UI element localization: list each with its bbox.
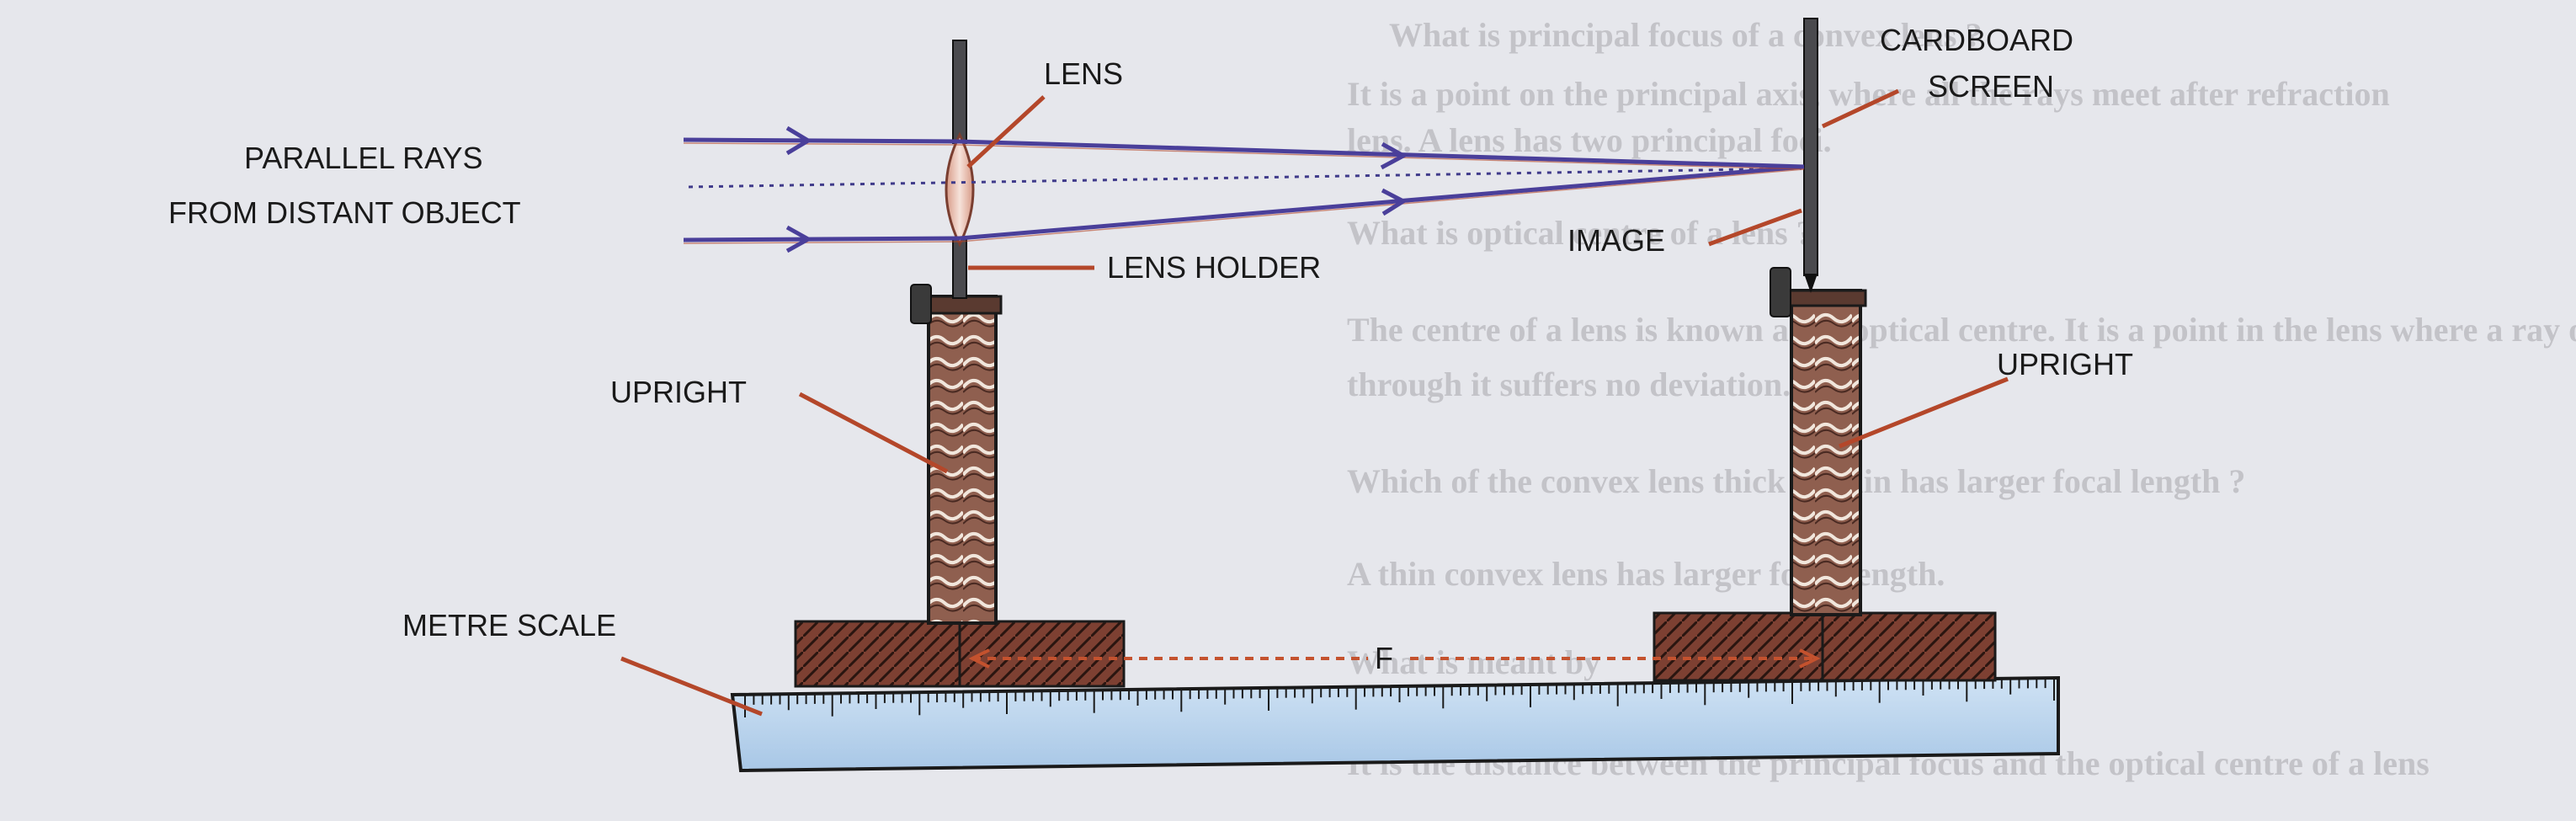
metre-scale-label: METRE SCALE: [402, 608, 616, 642]
incident-ray-top: [683, 137, 961, 144]
arrowhead: [785, 225, 813, 253]
lens-label: LENS: [1044, 56, 1123, 91]
right-upright-collar: [1785, 289, 1867, 307]
label-pointers: [620, 88, 2009, 717]
pointer-cardboard-screen: [1821, 88, 1900, 129]
background-text-line: What is principal focus of a convex lens…: [1389, 16, 1982, 54]
arrowhead: [785, 125, 812, 156]
cardboard-screen: [1803, 18, 1818, 276]
parallel-rays-label-line2: FROM DISTANT OBJECT: [168, 195, 521, 230]
focal-length-marker: [968, 648, 1821, 669]
image-label: IMAGE: [1567, 223, 1665, 258]
refracted-ray-bottom: [959, 164, 1805, 241]
pointer-upright-right: [1839, 376, 2009, 449]
lens-holder-label: LENS HOLDER: [1107, 250, 1321, 285]
left-clamp-knob: [910, 284, 932, 324]
arrowhead: [1380, 141, 1408, 170]
background-text-line: The centre of a lens is known as its opt…: [1347, 311, 2576, 349]
light-rays: [683, 137, 1805, 243]
arrowhead: [1381, 188, 1408, 216]
pointer-metre-scale: [620, 656, 763, 717]
lens-holder-rod-top: [952, 40, 967, 144]
right-base-block: [1653, 611, 1997, 682]
background-text-line: lens. A lens has two principal foci.: [1347, 121, 1832, 159]
convex-lens: [945, 131, 975, 248]
pointer-image: [1708, 208, 1802, 247]
left-upright: [927, 295, 998, 625]
incident-ray-bottom: [683, 236, 961, 243]
cardboard-screen-label-line1: CARDBOARD: [1880, 23, 2073, 57]
upright-right-label: UPRIGHT: [1997, 347, 2133, 381]
cardboard-screen-label-line2: SCREEN: [1928, 69, 2054, 104]
right-clamp-knob: [1770, 267, 1791, 317]
background-text-line: What is meant by: [1347, 643, 1600, 681]
parallel-rays-label-line1: PARALLEL RAYS: [244, 141, 482, 175]
upright-left-label: UPRIGHT: [610, 375, 747, 409]
right-upright: [1790, 289, 1862, 616]
principal-axis: [688, 167, 1802, 189]
metre-scale: [730, 675, 2060, 773]
focal-length-label: F: [1375, 641, 1393, 675]
background-text-line: through it suffers no deviation.: [1347, 365, 1791, 403]
screen-tip: [1804, 274, 1818, 293]
ray-arrowheads: [785, 125, 1408, 253]
background-text: What is principal focus of a convex lens…: [1347, 16, 2576, 782]
pointer-lens: [966, 95, 1046, 168]
refracted-ray-top: [959, 139, 1805, 169]
scale-ticks: [744, 679, 2055, 717]
pointer-upright-left: [798, 392, 949, 474]
